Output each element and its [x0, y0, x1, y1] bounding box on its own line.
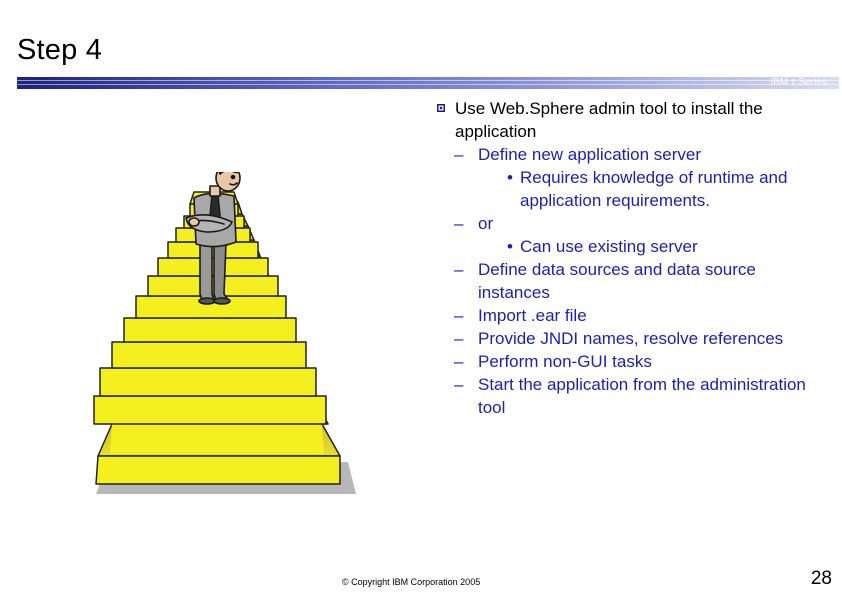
dash-marker: –: [454, 352, 464, 371]
list-item-text: or: [478, 214, 494, 233]
page-number: 28: [810, 568, 832, 589]
copyright-footer: © Copyright IBM Corporation 2005: [342, 577, 481, 587]
dot-marker: •: [507, 168, 513, 187]
square-bullet-icon: [437, 104, 445, 112]
list-item-text: Requires knowledge of runtime and applic…: [520, 168, 788, 210]
list-item-text: Perform non-GUI tasks: [478, 352, 652, 371]
man-on-staircase-icon: [93, 172, 356, 494]
list-item: – Start the application from the adminis…: [437, 373, 827, 419]
list-item: • Requires knowledge of runtime and appl…: [437, 166, 827, 212]
dash-marker: –: [454, 306, 464, 325]
list-item-text: Define new application server: [478, 145, 702, 164]
list-item: • Can use existing server: [437, 235, 827, 258]
main-bullet-text: Use Web.Sphere admin tool to install the…: [455, 99, 763, 141]
main-bullet: Use Web.Sphere admin tool to install the…: [437, 97, 827, 143]
dash-marker: –: [454, 214, 464, 233]
list-item-text: Provide JNDI names, resolve references: [478, 329, 784, 348]
list-item: – Provide JNDI names, resolve references: [437, 327, 827, 350]
list-item: – Define data sources and data source in…: [437, 258, 827, 304]
list-item: – Perform non-GUI tasks: [437, 350, 827, 373]
slide-content: Use Web.Sphere admin tool to install the…: [437, 97, 827, 419]
list-item: – or: [437, 212, 827, 235]
list-item: – Import .ear file: [437, 304, 827, 327]
brand-label: IBM z.Series: [770, 77, 827, 88]
list-item-text: Start the application from the administr…: [478, 375, 806, 417]
list-item: – Define new application server: [437, 143, 827, 166]
dash-marker: –: [454, 260, 464, 279]
dash-marker: –: [454, 329, 464, 348]
list-item-text: Import .ear file: [478, 306, 587, 325]
list-item-text: Define data sources and data source inst…: [478, 260, 756, 302]
dash-marker: –: [454, 375, 464, 394]
slide-title: Step 4: [17, 34, 103, 66]
dot-marker: •: [507, 237, 513, 256]
list-item-text: Can use existing server: [520, 237, 698, 256]
dash-marker: –: [454, 145, 464, 164]
header-bar: IBM z.Series: [17, 77, 839, 89]
